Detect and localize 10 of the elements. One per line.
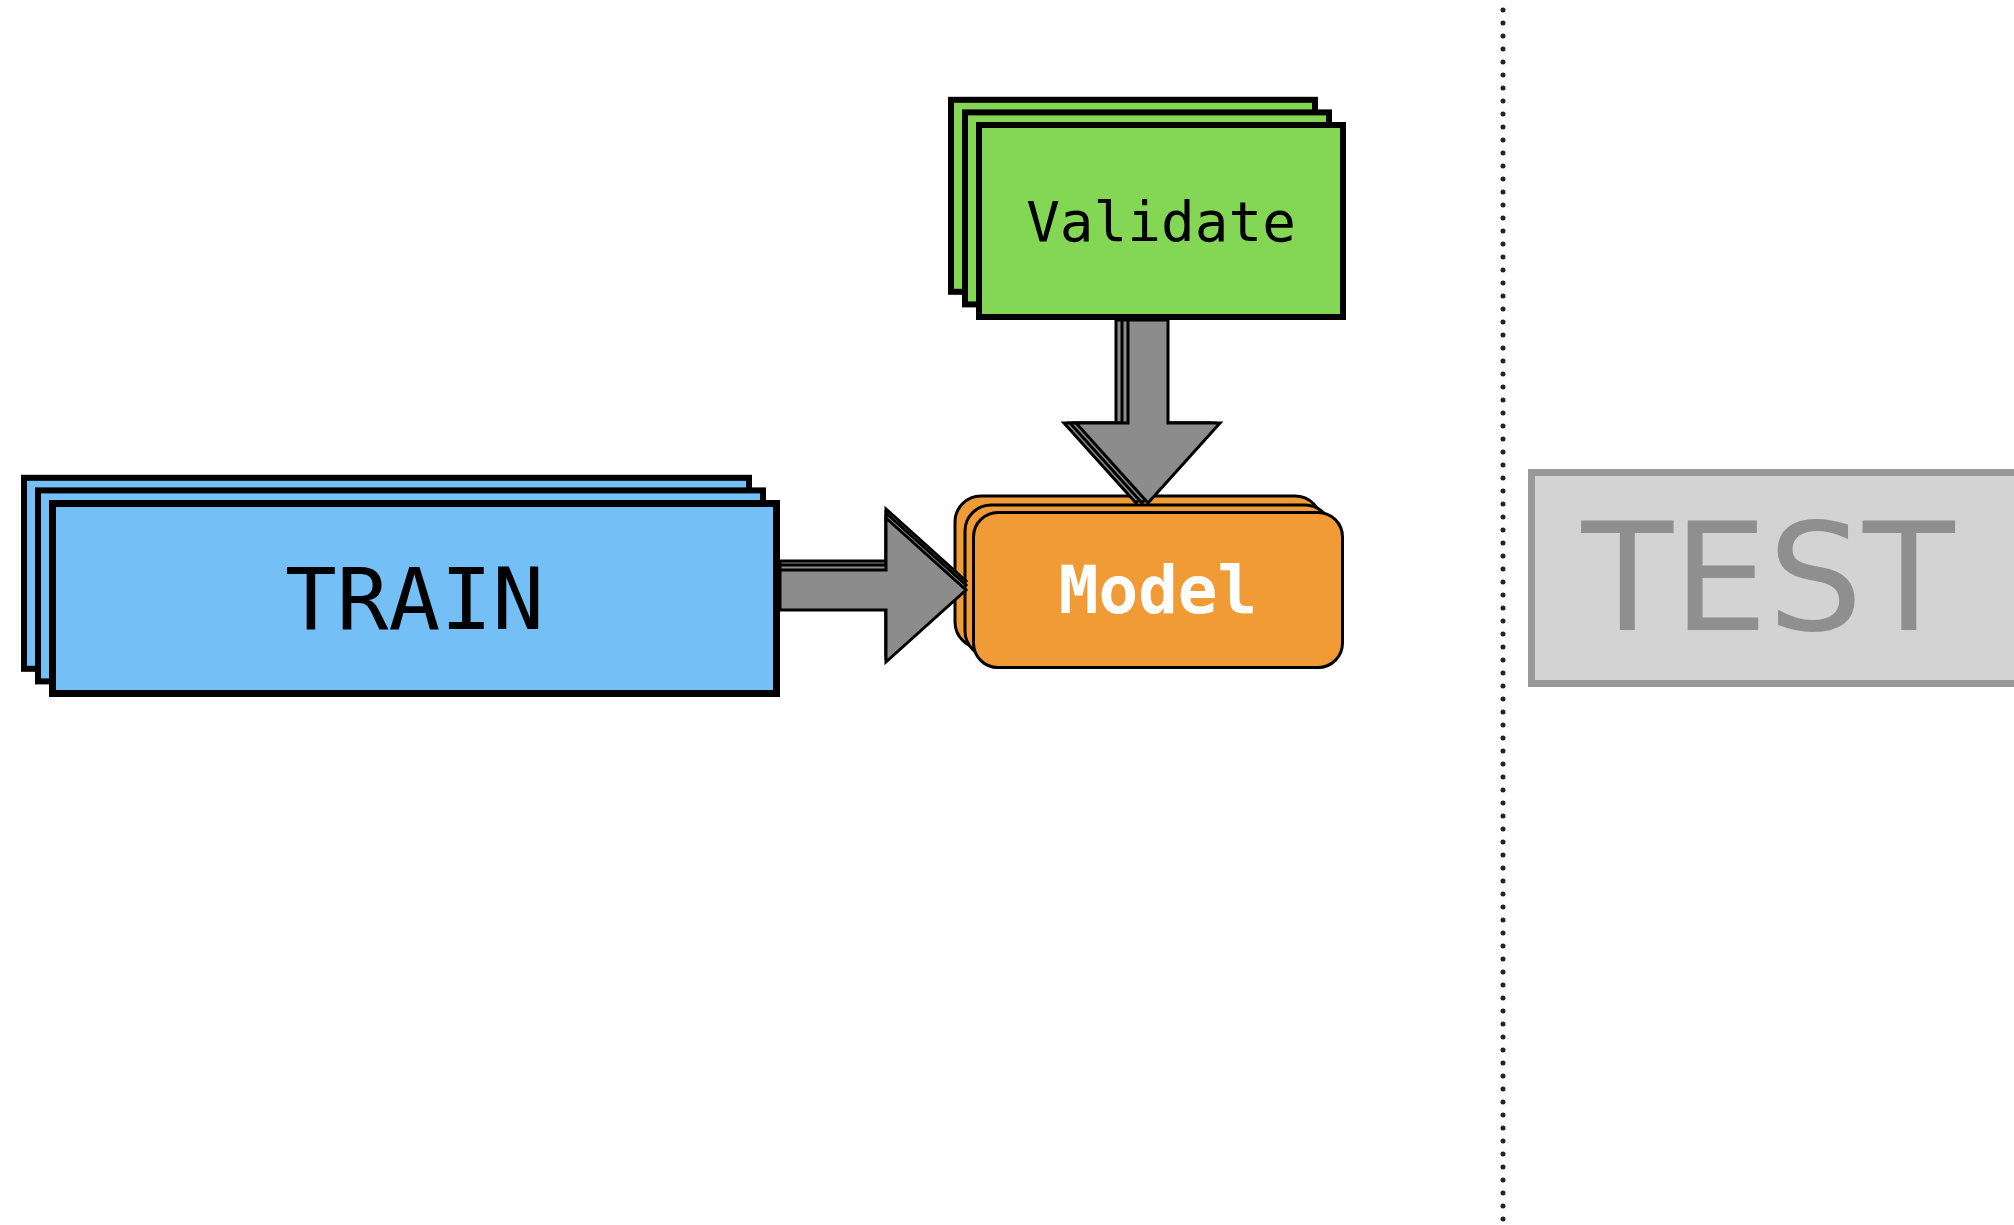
box-label: Validate bbox=[1026, 188, 1296, 254]
process-box bbox=[1528, 469, 2014, 687]
box-label: TRAIN bbox=[285, 548, 544, 649]
model-box bbox=[972, 511, 1344, 669]
block-arrow bbox=[778, 505, 969, 666]
box-label: Model bbox=[1058, 551, 1258, 629]
process-box bbox=[976, 122, 1346, 320]
process-box bbox=[49, 500, 780, 697]
box-label: TEST bbox=[1581, 491, 1955, 665]
block-arrow bbox=[1060, 318, 1224, 506]
